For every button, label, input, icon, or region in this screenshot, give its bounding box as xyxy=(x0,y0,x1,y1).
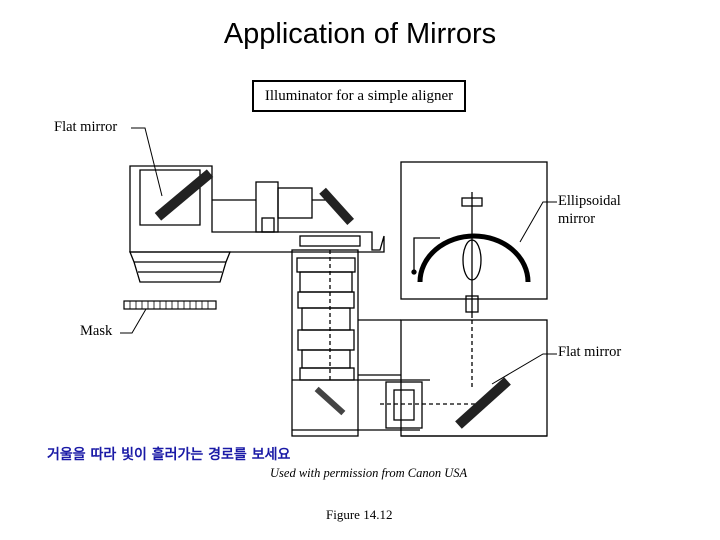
lower-right-housing xyxy=(400,319,548,437)
label-flat-mirror-right: Flat mirror xyxy=(558,344,622,360)
top-assembly xyxy=(129,165,385,253)
label-ellipsoidal-line1: Ellipsoidal xyxy=(558,193,621,209)
leader-ellipsoidal xyxy=(519,201,557,243)
fold-mirror-column xyxy=(314,386,346,416)
lamp-housing xyxy=(400,161,548,300)
leader-mask xyxy=(120,308,147,334)
label-mask: Mask xyxy=(80,323,113,339)
condenser-lens xyxy=(129,251,231,283)
leader-flat-mirror-right xyxy=(491,353,557,385)
leader-flat-mirror-top xyxy=(131,127,163,197)
column-housing xyxy=(291,249,359,437)
figure-number: Figure 14.12 xyxy=(326,507,393,522)
flat-mirror-top xyxy=(154,169,214,221)
flat-mirror-right xyxy=(455,377,511,429)
label-flat-mirror-top: Flat mirror xyxy=(54,119,118,135)
credit-line: Used with permission from Canon USA xyxy=(270,466,468,480)
illuminator-box-label: Illuminator for a simple aligner xyxy=(252,80,466,112)
korean-caption: 거울을 따라 빛이 흘러가는 경로를 보세요 xyxy=(47,447,291,463)
label-ellipsoidal-line2: mirror xyxy=(558,211,596,227)
fold-mirror-top xyxy=(319,187,355,225)
page-title: Application of Mirrors xyxy=(223,18,497,50)
mask-plate xyxy=(123,300,217,310)
ellipsoidal-mirror-shape xyxy=(417,233,531,283)
